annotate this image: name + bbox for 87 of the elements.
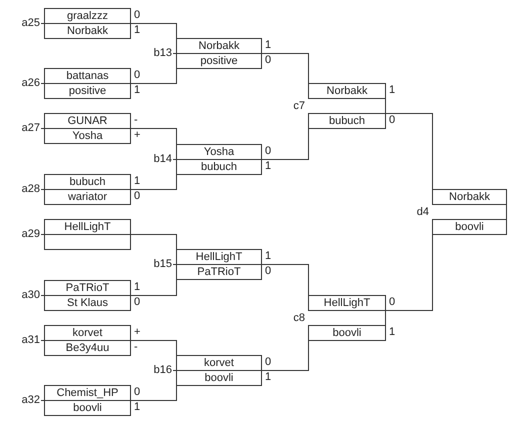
match-box [176, 144, 262, 175]
bracket-line [261, 264, 309, 296]
player-name: Yosha [204, 146, 234, 158]
bracket-line [130, 128, 177, 145]
match-box [308, 295, 386, 341]
score: + [134, 129, 140, 142]
match-box [176, 355, 262, 386]
player-name: Be3y4uu [66, 342, 110, 354]
player-name: boovli [73, 402, 102, 414]
player-name: Norbakk [67, 24, 108, 38]
score: 0 [389, 296, 396, 309]
score: 0 [134, 190, 140, 203]
player-name: HellLighT [196, 250, 242, 264]
player-name: korvet [204, 356, 234, 370]
player-name: bubuch [328, 114, 366, 128]
player-name: boovli [332, 326, 362, 340]
player-name: PaTRioT [197, 266, 241, 278]
match-box [176, 38, 262, 69]
score: 0 [389, 114, 396, 127]
player-name: boovli [204, 372, 234, 384]
match-box [308, 83, 386, 129]
player-name: Yosha [72, 130, 103, 142]
player-name: HellLighT [324, 296, 370, 310]
bracket-line [130, 234, 177, 250]
score: 0 [134, 296, 140, 309]
bracket-line [130, 340, 177, 356]
score: 1 [265, 250, 272, 263]
player-name: graalzzz [67, 10, 108, 22]
bracket-line [385, 113, 433, 190]
score: 1 [265, 371, 272, 384]
score: 1 [265, 160, 272, 173]
match-box [44, 174, 131, 205]
player-name: HellLighT [64, 220, 111, 234]
bracket-line [261, 340, 309, 371]
match-label: c7 [293, 98, 305, 112]
match-box [44, 8, 131, 39]
bracket-line [261, 53, 309, 84]
player-name: Norbakk [198, 40, 240, 52]
match-box [176, 249, 262, 280]
score: 0 [265, 265, 272, 278]
bracket-line [385, 234, 433, 311]
player-name: Norbakk [326, 84, 368, 98]
score: - [134, 341, 138, 354]
score: 0 [134, 9, 140, 22]
player-name: Chemist_HP [56, 386, 118, 400]
score: 1 [389, 84, 396, 97]
match-box [44, 219, 131, 250]
player-name: korvet [72, 326, 102, 340]
bracket-line [130, 23, 177, 39]
score: - [134, 114, 138, 127]
player-name: PaTRioT [66, 282, 110, 294]
player-name: bubuch [200, 160, 238, 174]
player-name: St Klaus [67, 296, 108, 310]
match-label: d4 [416, 204, 429, 218]
player-name: GUNAR [68, 114, 108, 128]
score: 0 [265, 356, 272, 369]
bracket-line [130, 279, 177, 296]
match-box [432, 189, 507, 235]
score: 0 [265, 145, 272, 158]
score: 1 [389, 326, 396, 339]
player-name: bubuch [69, 176, 106, 188]
match-label: c8 [293, 310, 305, 324]
bracket-line [130, 68, 177, 84]
bracket-line [130, 385, 177, 401]
player-name: Norbakk [449, 190, 490, 204]
match-box [44, 385, 131, 416]
score: 1 [134, 281, 140, 294]
score: 1 [134, 84, 140, 97]
score: 1 [134, 24, 140, 37]
match-box [44, 280, 131, 311]
player-name: battanas [66, 70, 109, 82]
player-name: positive [68, 84, 106, 98]
match-box [44, 113, 131, 144]
player-name: wariator [68, 190, 108, 204]
score: 0 [265, 54, 272, 67]
player-name: boovli [455, 220, 484, 234]
bracket-line [261, 128, 309, 160]
score: + [134, 326, 140, 339]
bracket-line [130, 174, 177, 190]
score: 0 [134, 386, 140, 399]
match-box [44, 325, 131, 356]
score: 1 [134, 401, 140, 414]
score: 0 [134, 69, 140, 82]
score: 1 [134, 175, 140, 188]
score: 1 [265, 39, 272, 52]
player-name: positive [200, 54, 238, 68]
match-box [44, 68, 131, 99]
